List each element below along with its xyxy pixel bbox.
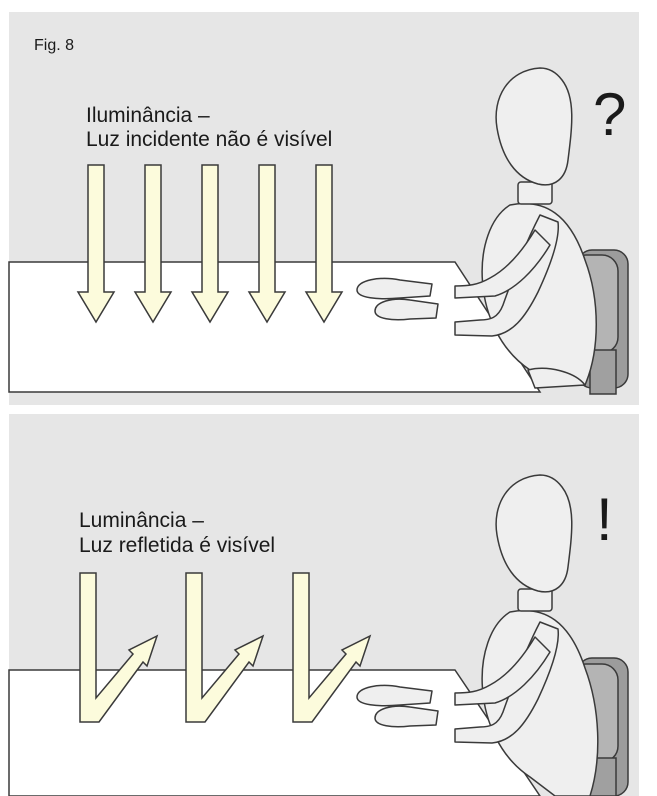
top-caption-line2: Luz incidente não é visível xyxy=(86,128,332,151)
arrow-down xyxy=(304,164,344,324)
mannequin-figure xyxy=(356,474,599,796)
reflected-light-arrows xyxy=(79,572,372,723)
incident-light-arrows xyxy=(76,164,344,324)
bottom-panel: Luminância – Luz refletida é visível ! xyxy=(8,474,629,796)
mannequin-figure xyxy=(356,67,597,389)
reflected-arrow xyxy=(292,572,372,723)
bottom-caption-line2: Luz refletida é visível xyxy=(79,534,275,557)
top-caption-line1: Iluminância – xyxy=(86,104,210,127)
exclamation-mark-symbol: ! xyxy=(596,486,613,553)
arrow-down xyxy=(76,164,116,324)
reflected-arrow xyxy=(79,572,159,723)
arrow-down xyxy=(190,164,230,324)
arrow-down xyxy=(247,164,287,324)
figure-label: Fig. 8 xyxy=(34,37,74,54)
arrow-down xyxy=(133,164,173,324)
bottom-caption-line1: Luminância – xyxy=(79,509,204,532)
reflected-arrow xyxy=(185,572,265,723)
top-panel: Iluminância – Luz incidente não é visíve… xyxy=(8,67,629,395)
question-mark-symbol: ? xyxy=(593,81,626,148)
